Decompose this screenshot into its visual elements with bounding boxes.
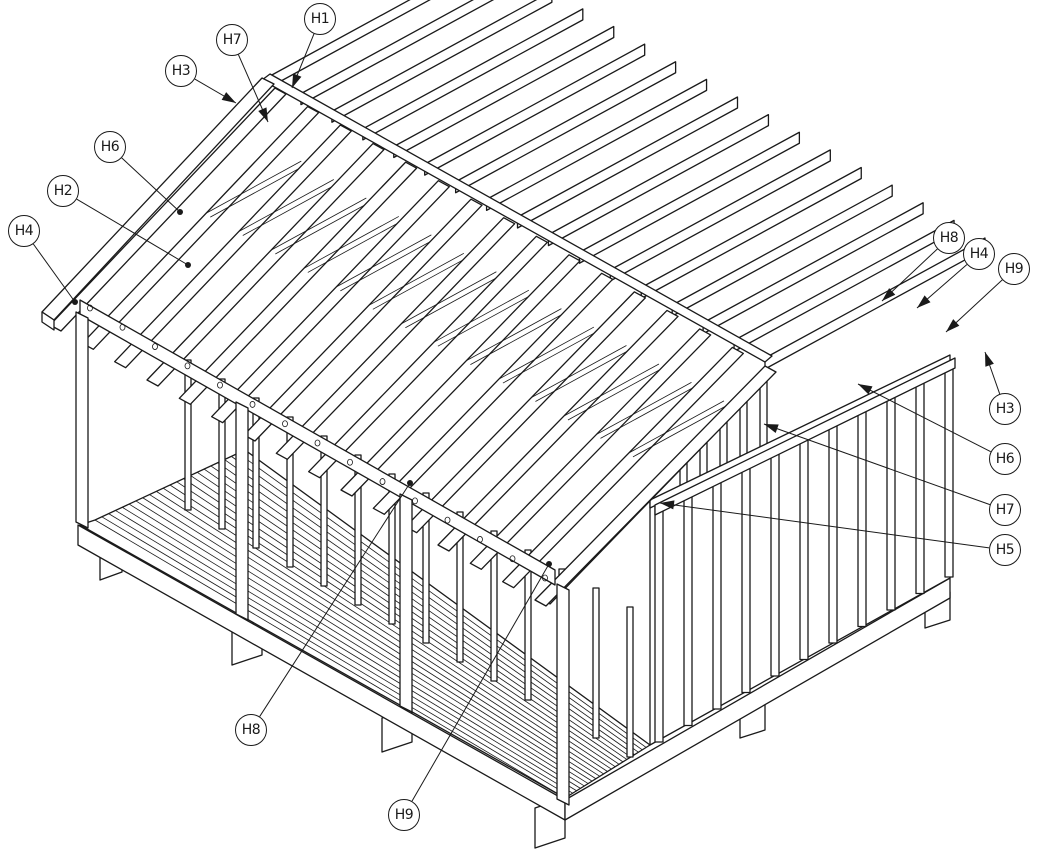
roof-rafters-back: [261, 0, 986, 370]
callout-h1: H1: [304, 3, 336, 35]
side-wall: [539, 354, 956, 746]
callout-h3: H3: [989, 393, 1021, 425]
callout-h9: H9: [998, 253, 1030, 285]
callout-h6: H6: [989, 443, 1021, 475]
callout-h4: H4: [963, 238, 995, 270]
callout-h4: H4: [8, 215, 40, 247]
roof-rafters-front: [49, 87, 777, 607]
callout-h5: H5: [989, 534, 1021, 566]
callout-h6: H6: [94, 131, 126, 163]
porch-posts: [75, 311, 570, 806]
callout-h7: H7: [216, 24, 248, 56]
callout-h8: H8: [235, 714, 267, 746]
porch-beam: [79, 299, 556, 586]
callout-h7: H7: [989, 494, 1021, 526]
callout-h8: H8: [933, 222, 965, 254]
left-gable-rake: [41, 77, 275, 331]
callout-h2: H2: [47, 175, 79, 207]
callout-leaders: [32, 33, 1003, 802]
callout-h3: H3: [165, 55, 197, 87]
callout-h9: H9: [388, 799, 420, 831]
